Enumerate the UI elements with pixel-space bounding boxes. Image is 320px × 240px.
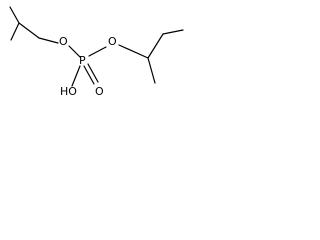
bond-ch-ch2	[147, 33, 164, 59]
bond-left-ch3-chain	[9, 6, 20, 24]
atom-hydroxyl: HO	[60, 85, 77, 98]
atom-o-right: O	[108, 35, 117, 48]
atom-o-left: O	[59, 35, 68, 48]
bond-left-ch-ch2	[18, 22, 40, 39]
bond-p-o-double-2	[87, 63, 99, 83]
bond-p-oright	[88, 46, 107, 57]
phosphate-core	[68, 45, 107, 87]
right-sec-butyl-group	[118, 29, 184, 84]
bond-left-ch2-ch3	[10, 22, 20, 41]
atom-phosphorus: P	[79, 54, 86, 67]
bond-ch2-ch3	[162, 29, 184, 35]
bond-oright-ch	[118, 44, 149, 59]
molecule-structure: O P O HO O	[9, 6, 184, 98]
bond-left-ch-o	[38, 37, 59, 44]
left-sec-butyl-group	[9, 6, 59, 44]
bond-ch-ch3	[147, 57, 156, 84]
bond-p-oh	[71, 65, 81, 87]
atom-o-double: O	[95, 85, 104, 98]
bond-p-o-double-1	[83, 65, 95, 85]
bond-oleft-p	[68, 45, 81, 58]
